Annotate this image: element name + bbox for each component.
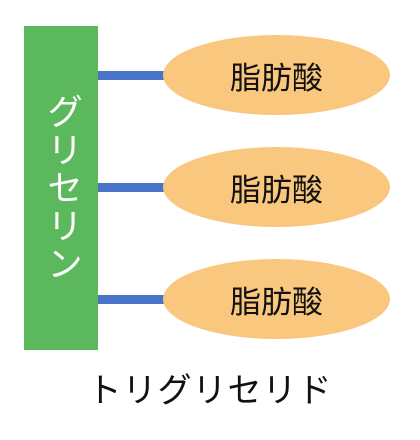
ester-bond-3 <box>98 295 170 304</box>
fatty-acid-label: 脂肪酸 <box>230 172 323 209</box>
fatty-acid-label: 脂肪酸 <box>230 60 323 97</box>
fatty-acid-3: 脂肪酸 <box>163 259 390 339</box>
fatty-acid-label: 脂肪酸 <box>230 284 323 321</box>
diagram-caption: トリグリセリド <box>87 371 333 411</box>
fatty-acid-2: 脂肪酸 <box>163 147 390 227</box>
ester-bond-1 <box>98 71 170 80</box>
ester-bond-2 <box>98 183 170 192</box>
fatty-acid-1: 脂肪酸 <box>163 35 390 115</box>
glycerol-label: グリセリン <box>41 93 82 283</box>
glycerol-block: グリセリン <box>24 26 98 350</box>
